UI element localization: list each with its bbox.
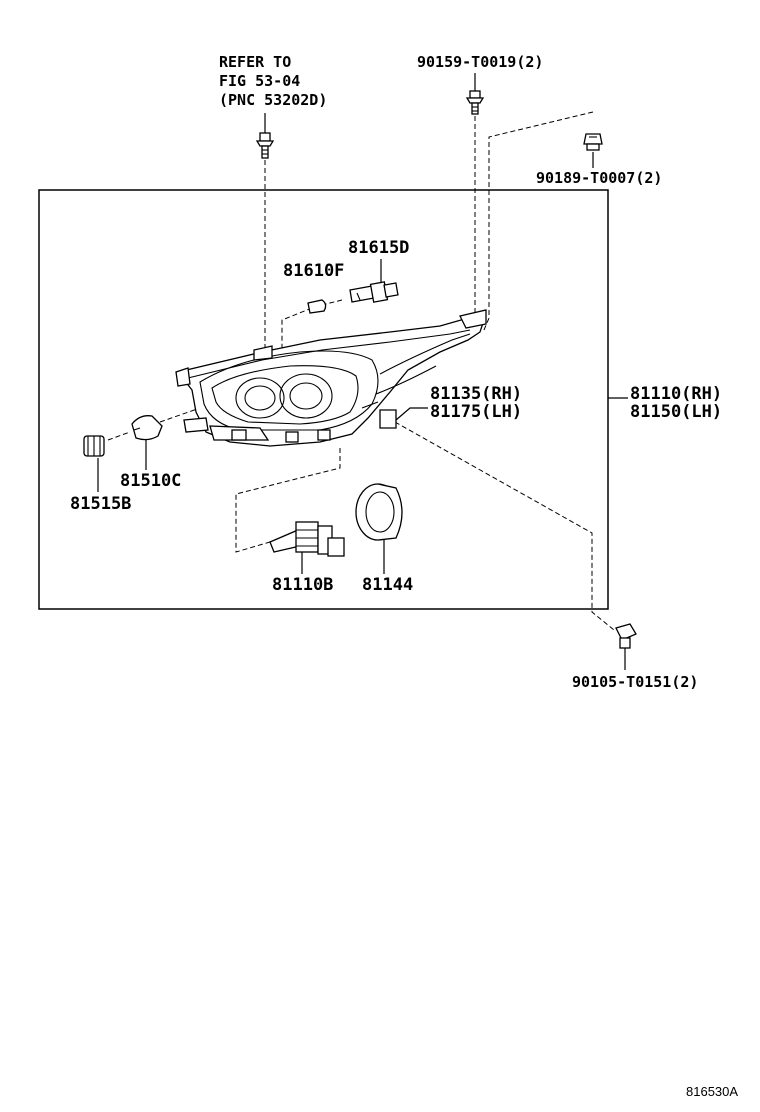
leader-81135 — [395, 407, 428, 421]
headlamp-housing-icon — [175, 309, 487, 447]
part-label-81150-lh[interactable]: 81150(LH) — [630, 402, 722, 422]
refer-label-line1[interactable]: REFER TO — [219, 53, 291, 71]
part-label-81615d[interactable]: 81615D — [348, 238, 409, 258]
dash-bolt-right — [483, 111, 594, 331]
bulb-81615d-icon — [349, 281, 399, 303]
part-label-81515b[interactable]: 81515B — [70, 494, 131, 514]
refer-label-line2[interactable]: FIG 53-04 — [219, 72, 300, 90]
part-label-90189-t0007[interactable]: 90189-T0007(2) — [536, 169, 662, 187]
refer-label-line3[interactable]: (PNC 53202D) — [219, 91, 327, 109]
part-label-81110b[interactable]: 81110B — [272, 575, 333, 595]
bolt-refer-icon — [255, 132, 275, 159]
dash-81515b — [107, 431, 131, 441]
part-label-81110-rh[interactable]: 81110(RH) — [630, 384, 722, 404]
dash-90105 — [394, 421, 615, 631]
part-label-90159-t0019[interactable]: 90159-T0019(2) — [417, 53, 543, 71]
part-label-81610f[interactable]: 81610F — [283, 261, 344, 281]
bulb-81510c-icon — [131, 415, 163, 441]
diagram-code: 816530A — [686, 1084, 738, 1099]
part-label-81135-rh[interactable]: 81135(RH) — [430, 384, 522, 404]
part-label-81510c[interactable]: 81510C — [120, 471, 181, 491]
part-label-81144[interactable]: 81144 — [362, 575, 413, 595]
dash-81510c — [159, 407, 201, 423]
clip-90189-icon — [583, 133, 603, 151]
bulb-81610f-icon — [307, 299, 327, 314]
screw-90105-icon — [615, 623, 637, 649]
part-label-90105-t0151[interactable]: 90105-T0151(2) — [572, 673, 698, 691]
dash-bolt-top — [469, 116, 476, 326]
bulb-81110b-icon — [269, 521, 345, 557]
dash-81610f — [281, 307, 313, 360]
socket-81515b-icon — [83, 435, 105, 457]
bolt-90159-icon — [465, 90, 485, 115]
assembly-frame — [38, 189, 609, 610]
part-label-81175-lh[interactable]: 81175(LH) — [430, 402, 522, 422]
cap-81144-icon — [355, 483, 403, 541]
